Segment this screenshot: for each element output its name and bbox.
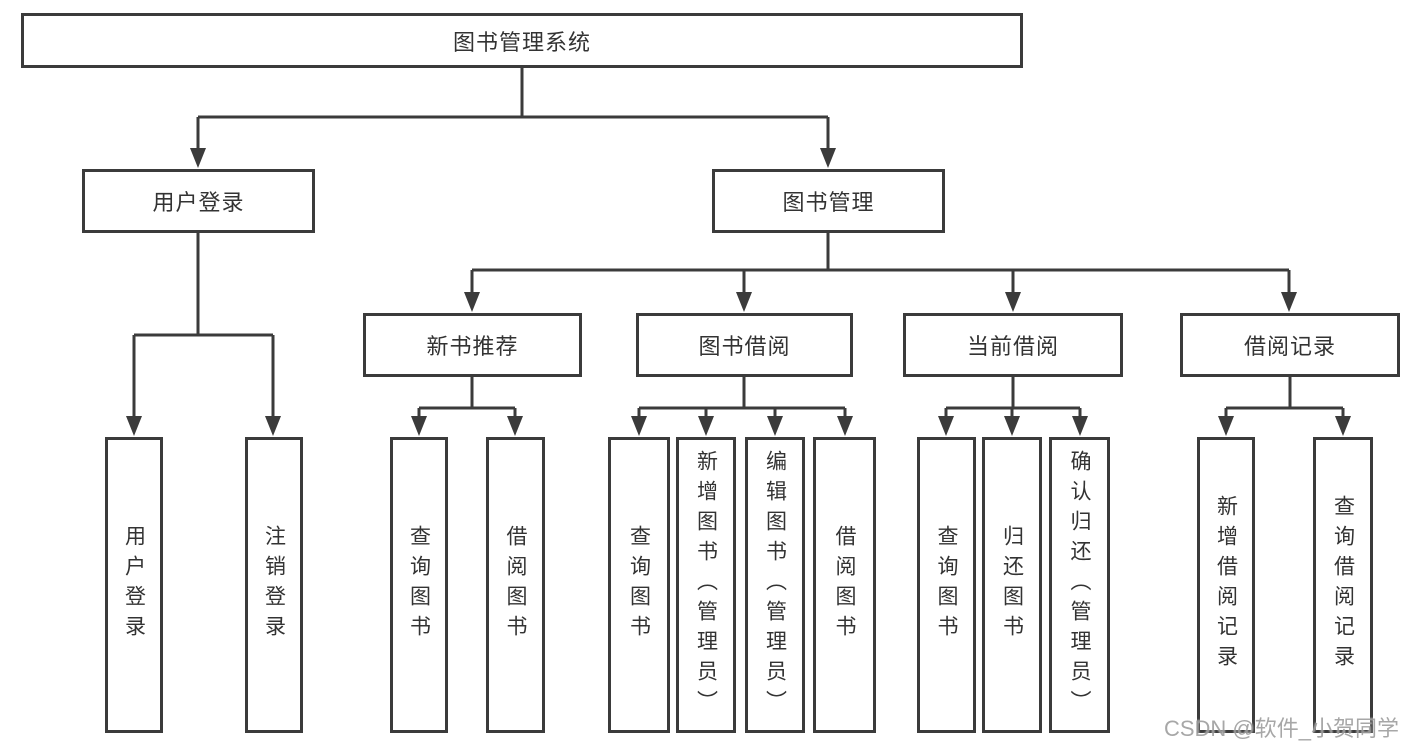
leaf-current-return-books: 归还图书	[982, 437, 1042, 733]
node-new-book-recommend: 新书推荐	[363, 313, 582, 377]
arrowheads	[126, 148, 1351, 436]
node-current-borrow: 当前借阅	[903, 313, 1123, 377]
csdn-watermark: CSDN @软件_小贺同学	[1163, 716, 1399, 741]
leaf-logout: 注销登录	[245, 437, 303, 733]
node-new-book-recommend-label: 新书推荐	[426, 334, 519, 359]
leaf-borrow-borrow-books-label: 借阅图书	[833, 525, 856, 645]
leaf-current-query-books: 查询图书	[917, 437, 976, 733]
node-root-label: 图书管理系统	[452, 29, 591, 55]
node-borrow-records-label: 借阅记录	[1243, 334, 1336, 359]
leaf-records-add-record-label: 新增借阅记录	[1214, 495, 1238, 675]
node-borrow-records: 借阅记录	[1180, 313, 1400, 377]
leaf-recommend-query-books-label: 查询图书	[407, 525, 431, 645]
node-book-borrow: 图书借阅	[636, 313, 853, 377]
leaf-borrow-add-books-admin: 新增图书（管理员）	[676, 437, 736, 733]
node-book-management: 图书管理	[712, 169, 945, 233]
leaf-user-login: 用户登录	[105, 437, 163, 733]
leaf-borrow-edit-books-admin: 编辑图书（管理员）	[745, 437, 805, 733]
leaf-current-return-books-label: 归还图书	[1000, 525, 1024, 645]
leaf-current-query-books-label: 查询图书	[935, 525, 958, 645]
node-current-borrow-label: 当前借阅	[966, 334, 1059, 359]
leaf-recommend-borrow-books: 借阅图书	[486, 437, 545, 733]
leaf-borrow-borrow-books: 借阅图书	[813, 437, 876, 733]
leaf-recommend-query-books: 查询图书	[390, 437, 448, 733]
leaf-records-add-record: 新增借阅记录	[1197, 437, 1255, 733]
node-root: 图书管理系统	[21, 13, 1023, 68]
leaf-borrow-add-books-admin-label: 新增图书（管理员）	[694, 450, 718, 720]
leaf-borrow-query-books: 查询图书	[608, 437, 670, 733]
leaf-borrow-query-books-label: 查询图书	[627, 525, 651, 645]
leaf-records-query-record-label: 查询借阅记录	[1331, 495, 1355, 675]
node-book-borrow-label: 图书借阅	[698, 334, 791, 359]
node-book-management-label: 图书管理	[782, 190, 875, 215]
leaf-records-query-record: 查询借阅记录	[1313, 437, 1373, 733]
leaf-current-confirm-return-admin-label: 确认归还（管理员）	[1068, 450, 1091, 720]
leaf-borrow-edit-books-admin-label: 编辑图书（管理员）	[763, 450, 787, 720]
leaf-recommend-borrow-books-label: 借阅图书	[504, 525, 527, 645]
leaf-logout-label: 注销登录	[262, 525, 286, 645]
node-user-login-group: 用户登录	[82, 169, 315, 233]
leaf-user-login-label: 用户登录	[122, 525, 146, 645]
leaf-current-confirm-return-admin: 确认归还（管理员）	[1049, 437, 1110, 733]
node-user-login-group-label: 用户登录	[152, 190, 245, 215]
